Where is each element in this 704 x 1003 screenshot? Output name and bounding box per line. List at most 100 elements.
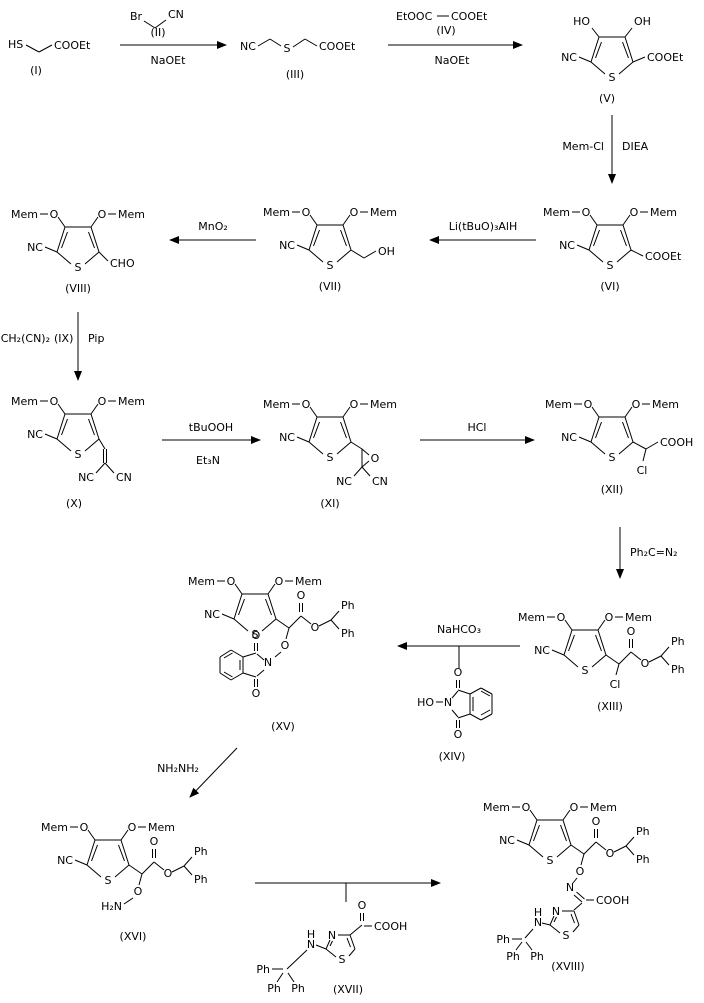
bonds [578, 27, 646, 75]
reagent-diea: DIEA [622, 140, 649, 153]
compound-vi: COOEt (VI) [542, 205, 682, 293]
nitrogen-atom: N [444, 696, 452, 709]
compound-xvii: O COOH N H Ph Ph Ph (XVII) [256, 899, 407, 996]
compound-viii: CHO (VIII) [10, 207, 146, 295]
thiophene-core [10, 394, 146, 462]
ester-group: COOEt [645, 250, 682, 263]
compound-xvi: O H₂N (XVI) [40, 820, 209, 943]
nitrile-group: NC [240, 40, 256, 53]
bonds [95, 438, 115, 474]
thiophene-core [262, 205, 398, 273]
linker-oxygen-atom: O [281, 639, 290, 652]
bonds [572, 853, 594, 911]
compound-label-vii: (VII) [319, 280, 342, 293]
reagent-nahco3: NaHCO₃ [437, 623, 481, 636]
carbonyl-oxygen-atom: O [358, 899, 367, 912]
chloro-atom: Cl [610, 678, 621, 691]
ester-group: COOEt [451, 10, 488, 23]
bonds [436, 680, 493, 728]
step-12 [255, 879, 441, 902]
thiazole-ring [549, 904, 580, 943]
compound-label-xiii: (XIII) [597, 700, 623, 713]
sulfur-atom: S [609, 71, 616, 84]
compound-label-vi: (VI) [600, 280, 619, 293]
step-6: CH₂(CN)₂ (IX) Pip [1, 312, 104, 381]
reagent-naoet: NaOEt [151, 54, 187, 67]
compound-label-xiv: (XIV) [439, 750, 466, 763]
phenyl-group: Ph [530, 950, 544, 963]
compound-v: S HO OH NC COOEt (V) [561, 15, 684, 105]
thiophene-core [517, 610, 653, 678]
thiophene-core [544, 397, 680, 465]
carbonyl-oxygen-atom: O [454, 666, 463, 679]
step-7: tBuOOH Et₃N [162, 421, 261, 467]
compound-label-x: (X) [66, 497, 82, 510]
reagent-mno2: MnO₂ [198, 220, 228, 233]
carbonyl-oxygen-atom: O [454, 728, 463, 741]
bonds [219, 627, 290, 687]
nitrile-group: CN [168, 8, 184, 21]
aldehyde-group: CHO [110, 257, 135, 270]
nitrile-group: CN [372, 475, 388, 488]
thiol-group: HS [8, 38, 23, 51]
reagent-hcl: HCl [467, 421, 486, 434]
step-8: HCl [420, 421, 535, 444]
step-11: NH₂NH₂ [157, 747, 238, 798]
compound-label-viii: (VIII) [65, 282, 91, 295]
compound-xviii: O N COOH N H Ph Ph Ph (XVIII) [482, 800, 651, 973]
bonds [123, 873, 143, 905]
carbonyl-oxygen-atom: O [252, 629, 261, 642]
nitrile-group: NC [336, 475, 352, 488]
step-2: EtOOC COOEt (IV) NaOEt [388, 10, 523, 67]
reagent-malononitrile: CH₂(CN)₂ [1, 332, 50, 345]
compound-xii: COOH Cl (XII) [544, 397, 693, 496]
nitrile-group: CN [116, 471, 132, 484]
step-4: Li(tBuO)₃AlH [429, 220, 536, 244]
bonds [615, 663, 620, 676]
step-5: MnO₂ [169, 220, 256, 244]
phenyl-group: Ph [256, 963, 270, 976]
amine-nitrogen-atom: N [534, 916, 542, 929]
compound-vii: OH (VII) [262, 205, 398, 293]
compound-label-ii: (II) [150, 26, 165, 39]
hydroxy-group: OH [378, 245, 395, 258]
compound-label-xi: (XI) [320, 497, 339, 510]
chloro-atom: Cl [637, 464, 648, 477]
reagent-et3n: Et₃N [196, 454, 220, 467]
phenyl-group: Ph [267, 982, 281, 995]
carboxylic-acid-group: COOH [374, 920, 407, 933]
hydroxy-group: HO [417, 696, 434, 709]
bonds [98, 251, 109, 262]
bonds [350, 441, 371, 477]
step-9: Ph₂C=N₂ [616, 527, 678, 579]
compound-label-ix: (IX) [54, 332, 73, 345]
compound-xiv: HO N O O (XIV) [417, 666, 493, 763]
compound-iii: NC S COOEt (III) [240, 38, 356, 81]
bonds [512, 922, 551, 951]
sulfur-atom: S [284, 42, 291, 55]
linker-oxygen-atom: O [134, 885, 143, 898]
reagent-hydrazine: NH₂NH₂ [157, 762, 199, 775]
nitrile-group: NC [78, 471, 94, 484]
reagent-ph2cn2: Ph₂C=N₂ [630, 546, 678, 559]
compound-label-xviii: (XVIII) [551, 960, 584, 973]
bonds [143, 19, 167, 29]
aminooxy-group: H₂N [101, 900, 122, 913]
ester-group: EtOOC [396, 10, 433, 23]
compound-label-xvi: (XVI) [120, 930, 147, 943]
reagent-pip: Pip [88, 332, 104, 345]
compound-label-xii: (XII) [601, 483, 624, 496]
carboxylic-acid-group: COOH [596, 894, 629, 907]
compound-xi: O NC CN (XI) [262, 397, 398, 510]
compound-label-iii: (III) [286, 68, 304, 81]
reagent-naoet: NaOEt [435, 54, 471, 67]
step-1: Br CN (II) NaOEt [120, 8, 227, 67]
amine-hydrogen-atom: H [307, 928, 315, 941]
bonds [630, 249, 644, 257]
phenyl-group: Ph [291, 982, 305, 995]
bonds [632, 441, 659, 462]
bromo-atom: Br [130, 10, 143, 23]
carboxylic-acid-group: COOH [660, 436, 693, 449]
compound-label-xvii: (XVII) [333, 983, 363, 996]
